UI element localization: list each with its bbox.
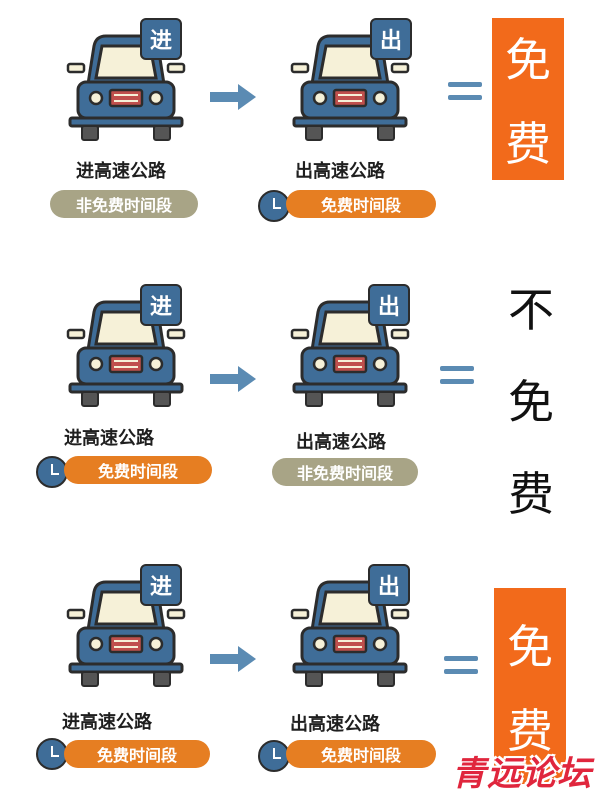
entry-time-pill: 非免费时间段	[50, 190, 198, 218]
entry-time-pill: 免费时间段	[64, 740, 210, 768]
result-char: 费	[505, 117, 551, 171]
result-free-box: 免 费	[492, 18, 564, 180]
exit-caption: 出高速公路	[296, 432, 386, 453]
right-arrow-icon	[210, 646, 256, 672]
result-char: 不	[508, 283, 554, 337]
exit-caption: 出高速公路	[295, 161, 385, 182]
result-char: 免	[508, 375, 554, 429]
entry-caption: 进高速公路	[62, 712, 152, 733]
clock-icon	[258, 740, 290, 772]
result-char: 免	[507, 620, 553, 674]
entry-badge: 进	[140, 564, 182, 606]
entry-caption: 进高速公路	[64, 428, 154, 449]
exit-time-pill: 非免费时间段	[272, 458, 418, 486]
right-arrow-icon	[210, 84, 256, 110]
entry-badge: 进	[140, 284, 182, 326]
scenario-row-3: 进 进高速公路 免费时间段 出 出高速公路 免费时间段 免 费	[0, 538, 600, 798]
equals-sign	[444, 656, 478, 678]
entry-badge: 进	[140, 18, 182, 60]
exit-badge: 出	[370, 18, 412, 60]
result-not-free: 不 免 费	[506, 274, 556, 524]
entry-caption: 进高速公路	[76, 161, 166, 182]
result-free-box: 免 费	[494, 588, 566, 784]
equals-sign	[440, 366, 474, 388]
result-char: 费	[508, 467, 554, 521]
entry-time-pill: 免费时间段	[64, 456, 212, 484]
result-char: 费	[507, 704, 553, 758]
scenario-row-1: 进 进高速公路 非免费时间段 出 出高速公路 免费时间段 免 费	[0, 0, 600, 260]
clock-icon	[258, 190, 290, 222]
forum-watermark: 青远论坛	[452, 754, 592, 794]
scenario-row-2: 进 进高速公路 免费时间段 出 出高速公路 非免费时间段 不 免 费	[0, 262, 600, 522]
equals-sign	[448, 82, 482, 104]
exit-caption: 出高速公路	[290, 714, 380, 735]
right-arrow-icon	[210, 366, 256, 392]
result-char: 免	[505, 33, 551, 87]
exit-time-pill: 免费时间段	[286, 190, 436, 218]
exit-badge: 出	[368, 564, 410, 606]
exit-badge: 出	[368, 284, 410, 326]
exit-time-pill: 免费时间段	[286, 740, 436, 768]
